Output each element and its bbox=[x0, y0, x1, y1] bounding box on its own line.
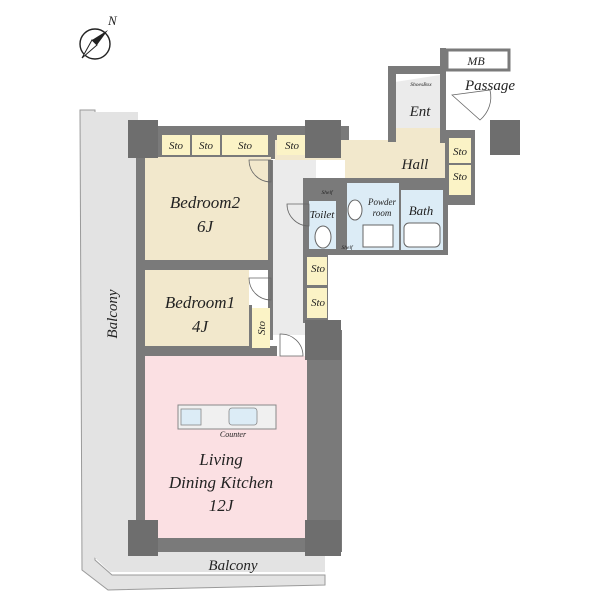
top-storage-label-2: Sto bbox=[199, 140, 214, 152]
shelf-label-upper: Shelf bbox=[322, 189, 334, 196]
hall-storage-label-1: Sto bbox=[453, 146, 468, 158]
bottom-balcony-label: Balcony bbox=[208, 558, 257, 574]
hall-storage-1 bbox=[449, 138, 471, 163]
stove-icon bbox=[180, 408, 202, 426]
shoes-box-label: ShoesBox bbox=[410, 82, 432, 88]
bedroom2 bbox=[145, 157, 271, 261]
sink-icon bbox=[228, 407, 258, 426]
mb-label: MB bbox=[466, 54, 485, 68]
top-storage-label-3: Sto bbox=[238, 140, 253, 152]
side-balcony-inner bbox=[92, 112, 325, 572]
top-storage-1 bbox=[162, 135, 190, 155]
compass-label: N bbox=[107, 13, 118, 28]
living-dining-kitchen bbox=[145, 356, 307, 538]
bedroom1-door-icon bbox=[248, 277, 272, 301]
side-balcony-label: Balcony bbox=[105, 289, 121, 338]
bedroom1 bbox=[145, 270, 249, 348]
top-storage-label-1: Sto bbox=[169, 140, 184, 152]
top-storage-label-4: Sto bbox=[285, 140, 300, 152]
top-storage-4 bbox=[277, 135, 307, 155]
bedroom2-door-icon bbox=[248, 159, 272, 183]
powder-room-label-2: room bbox=[373, 208, 392, 218]
corridor-storage-1 bbox=[307, 257, 327, 285]
toilet-bowl-icon bbox=[314, 225, 332, 249]
compass: N bbox=[79, 13, 118, 60]
ldk-name-line2: Dining Kitchen bbox=[168, 473, 273, 492]
hall-storage-2 bbox=[449, 165, 471, 195]
hall-label: Hall bbox=[401, 157, 429, 173]
toilet-label: Toilet bbox=[310, 209, 336, 221]
ent-label: Ent bbox=[409, 104, 432, 120]
bath-label: Bath bbox=[409, 203, 434, 218]
ldk-name-line1: Living bbox=[198, 450, 242, 469]
top-storage-3 bbox=[222, 135, 268, 155]
top-storage-2 bbox=[192, 135, 220, 155]
bedroom2-name: Bedroom2 bbox=[170, 193, 241, 212]
entrance-door-icon bbox=[451, 89, 492, 121]
meter-box bbox=[445, 48, 511, 72]
bedroom1-storage-label: Sto bbox=[256, 320, 268, 335]
toilet-door-icon bbox=[286, 203, 310, 227]
counter-label: Counter bbox=[220, 430, 247, 439]
ldk-size: 12J bbox=[209, 496, 235, 515]
passage-label: Passage bbox=[464, 78, 515, 94]
bedroom1-storage bbox=[252, 308, 270, 348]
north-arrow-icon bbox=[92, 30, 108, 45]
corridor-storage-label-2: Sto bbox=[311, 297, 326, 309]
ldk-door-icon bbox=[279, 333, 304, 357]
entrance bbox=[395, 75, 445, 138]
bedroom1-name: Bedroom1 bbox=[165, 293, 235, 312]
bathtub-icon bbox=[403, 222, 441, 248]
corridor-storage-label-1: Sto bbox=[311, 263, 326, 275]
bedroom1-size: 4J bbox=[192, 317, 210, 336]
corridor-storage-2 bbox=[307, 288, 327, 318]
washer-icon bbox=[362, 224, 394, 248]
shelf-label-lower: Shelf bbox=[342, 244, 354, 251]
hall-storage-label-2: Sto bbox=[453, 171, 468, 183]
washbasin-icon bbox=[347, 199, 363, 221]
bedroom2-size: 6J bbox=[197, 217, 215, 236]
powder-room-label-1: Powder bbox=[367, 197, 396, 207]
